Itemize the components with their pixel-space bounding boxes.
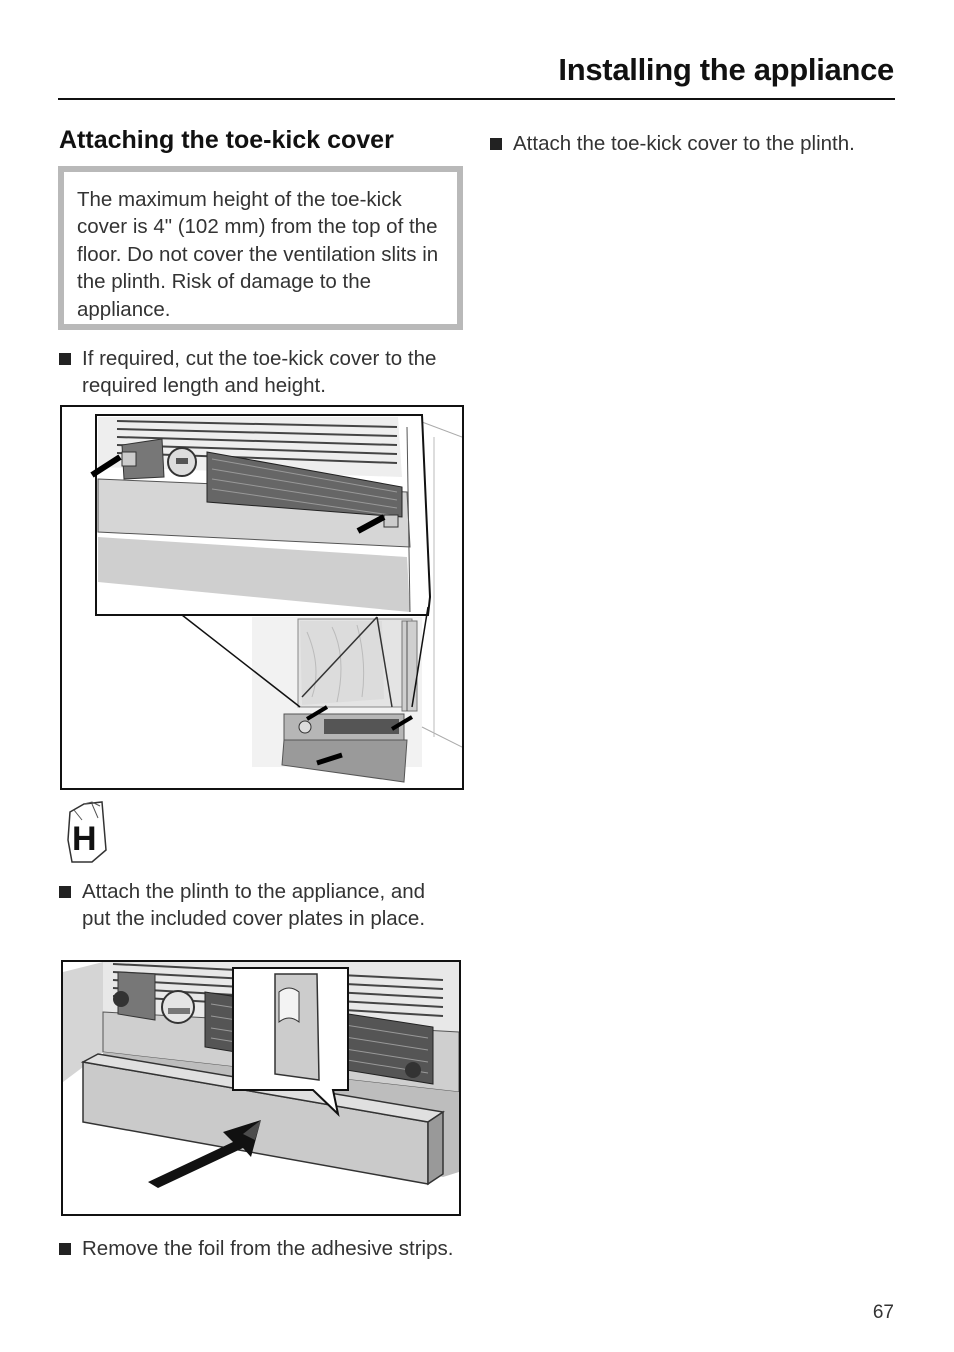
step-cut-cover: If required, cut the toe-kick cover to t… <box>59 345 459 399</box>
step-remove-foil: Remove the foil from the adhesive strips… <box>59 1235 459 1262</box>
section-title: Attaching the toe-kick cover <box>59 126 394 154</box>
step-text: If required, cut the toe-kick cover to t… <box>82 347 437 398</box>
square-bullet-icon <box>59 886 71 898</box>
page-number: 67 <box>872 1302 894 1323</box>
warning-box: The maximum height of the toe-kick cover… <box>58 166 463 330</box>
plinth-installation-illustration <box>90 414 462 783</box>
page-header-title: Installing the appliance <box>558 52 894 87</box>
step-text: Attach the plinth to the appliance, and … <box>82 880 426 931</box>
square-bullet-icon <box>59 1243 71 1255</box>
step-attach-plinth: Attach the plinth to the appliance, and … <box>59 878 459 932</box>
warning-text: The maximum height of the toe-kick cover… <box>77 188 439 321</box>
step-attach-cover: Attach the toe-kick cover to the plinth. <box>490 130 870 157</box>
attach-cover-illustration <box>63 962 459 1214</box>
square-bullet-icon <box>59 353 71 365</box>
language-h-icon: H <box>62 800 110 866</box>
step-text: Attach the toe-kick cover to the plinth. <box>513 132 855 155</box>
square-bullet-icon <box>490 138 502 150</box>
figure-attach-cover <box>61 960 461 1216</box>
header-divider <box>58 98 895 100</box>
language-letter: H <box>72 820 97 858</box>
step-text: Remove the foil from the adhesive strips… <box>82 1237 454 1260</box>
figure-plinth-installation <box>60 405 464 790</box>
